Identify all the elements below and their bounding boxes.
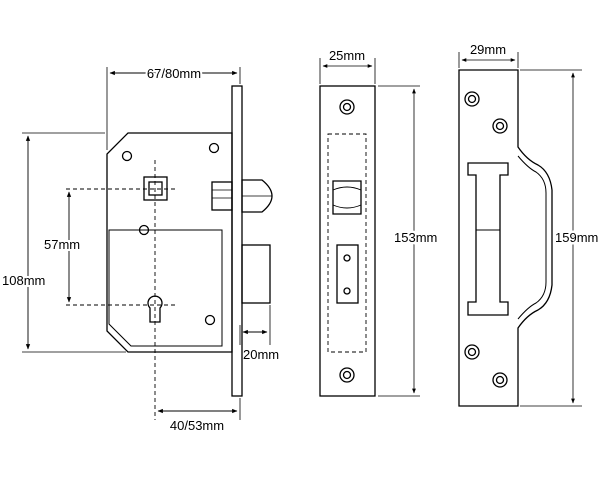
sashlock-body [106,85,273,397]
lock-case [106,132,233,353]
case-screw-hole [204,314,216,326]
case-screw-hole [121,150,133,162]
strike-screw [492,372,508,388]
forend-hidden-outline [327,133,367,353]
body-dimension-arrows [25,70,268,414]
strike-dimension-lines [458,52,582,407]
forend-deadbolt [336,244,359,304]
keyhole [147,295,163,323]
strike-height-label: 159mm [555,230,598,245]
case-depth-label: 67/80mm [147,66,201,81]
forend-front-view [319,85,376,397]
forend-latch [332,180,362,215]
follower-square [148,181,163,196]
latch-projection-label: 20mm [243,347,279,362]
strike-width-label: 29mm [470,42,506,57]
case-height-label: 108mm [2,273,45,288]
body-extension-lines [22,67,271,420]
case-screw-hole [208,142,220,154]
forend-dimension-lines [319,58,420,397]
forend-face [319,85,376,397]
center-distance-label: 57mm [44,237,80,252]
body-center-lines [66,160,175,420]
forend-screw-bottom [339,367,355,383]
backset-label: 40/53mm [170,418,224,433]
strike-screw [464,91,480,107]
forend-width-label: 25mm [329,48,365,63]
strike-outline [458,69,553,407]
case-screw-hole [138,224,150,236]
dead-bolt [241,244,271,304]
follower-hub [143,176,168,201]
forend-plate [231,85,243,397]
cover-plate [108,229,223,347]
strike-screw [492,118,508,134]
strike-lip-inner [517,155,547,320]
forend-height-label: 153mm [394,230,437,245]
strike-screw [464,344,480,360]
latch-spring [211,181,233,211]
strike-opening [467,162,509,316]
forend-screw-top [339,99,355,115]
strike-plate [458,69,553,407]
